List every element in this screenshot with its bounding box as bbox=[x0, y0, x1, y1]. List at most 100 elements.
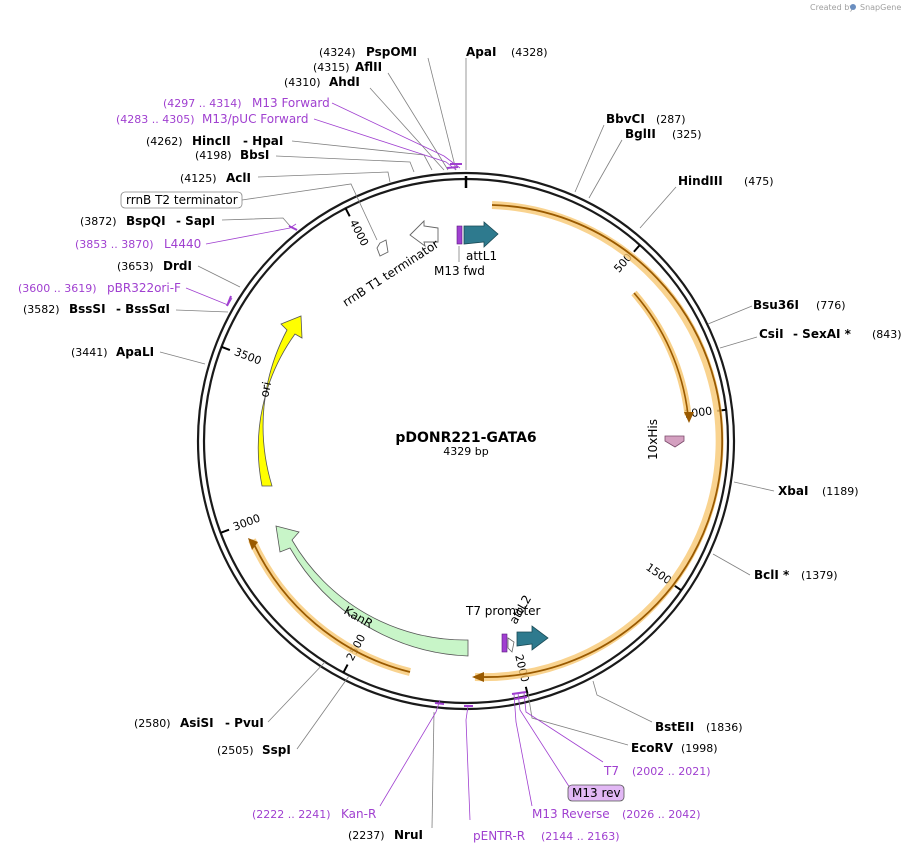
site-bsteii-pos: (1836) bbox=[706, 721, 743, 734]
rrnb-t1-feature[interactable] bbox=[409, 219, 439, 248]
site-nrui-name[interactable]: NruI bbox=[394, 828, 423, 842]
his-tag-feature[interactable] bbox=[664, 435, 685, 448]
site-leaders bbox=[159, 57, 775, 829]
site-aflii-pos: (4315) bbox=[313, 61, 350, 74]
site-bsu36i-pos: (776) bbox=[816, 299, 846, 312]
primer-m13rev-box[interactable] bbox=[567, 784, 625, 802]
site-acli-name[interactable]: AclI bbox=[226, 171, 251, 185]
site-bsssai-dash: - bbox=[116, 302, 125, 316]
snapgene-logo-icon bbox=[850, 4, 856, 10]
site-asisi-name[interactable]: AsiSI bbox=[180, 716, 214, 730]
site-bbsi-name[interactable]: BbsI bbox=[240, 148, 269, 162]
primer-m13fwd-name[interactable]: M13 Forward bbox=[252, 96, 330, 110]
site-acli-pos: (4125) bbox=[180, 172, 217, 185]
m13-rev-feature[interactable] bbox=[501, 633, 508, 653]
site-sspi-pos: (2505) bbox=[217, 744, 254, 757]
site-bcli-pos: (1379) bbox=[801, 569, 838, 582]
site-hpai-text[interactable]: HpaI bbox=[252, 134, 283, 148]
primer-kanr-name[interactable]: Kan-R bbox=[341, 807, 376, 821]
site-pvui-dash: - bbox=[225, 716, 234, 730]
site-bglii-pos: (325) bbox=[672, 128, 702, 141]
site-bsu36i-name[interactable]: Bsu36I bbox=[753, 298, 799, 312]
tick-label-3500: 3500 bbox=[232, 345, 263, 367]
site-bglii-name[interactable]: BglII bbox=[625, 127, 656, 141]
site-apai-name[interactable]: ApaI bbox=[466, 45, 496, 59]
site-labels-right: ApaI (4328) BbvCI (287) BglII (325) Hind… bbox=[466, 45, 902, 755]
lower-orf-arrowhead bbox=[248, 538, 258, 550]
tick-label-4000: 4000 bbox=[347, 218, 371, 249]
lower-orf-arc[interactable] bbox=[248, 538, 411, 676]
tick-mark-2500 bbox=[342, 664, 349, 674]
m13-fwd-feature[interactable] bbox=[456, 225, 463, 245]
site-sexai-name[interactable]: - SexAI * bbox=[793, 327, 852, 341]
site-ecorv-name[interactable]: EcoRV bbox=[631, 741, 674, 755]
primer-m13rev-name[interactable]: M13 rev bbox=[572, 786, 621, 800]
site-drdi-name[interactable]: DrdI bbox=[163, 259, 192, 273]
site-bbvci-pos: (287) bbox=[656, 113, 686, 126]
site-asisi-pos: (2580) bbox=[134, 717, 171, 730]
primer-m13reverse-range: (2026 .. 2042) bbox=[622, 808, 701, 821]
site-bsssi-pos: (3582) bbox=[23, 303, 60, 316]
site-hpai-name[interactable]: - HpaI bbox=[243, 134, 283, 148]
site-aflii-name[interactable]: AflII bbox=[355, 60, 382, 74]
primer-l4440-name[interactable]: L4440 bbox=[164, 237, 201, 251]
site-pspomi-name[interactable]: PspOMI bbox=[366, 45, 417, 59]
tick-mark-4000 bbox=[344, 207, 351, 217]
primer-kanr-range: (2222 .. 2241) bbox=[252, 808, 331, 821]
t7-promoter-label: T7 promoter bbox=[465, 604, 541, 618]
ori-feature[interactable] bbox=[257, 315, 303, 487]
ori-label: ori bbox=[257, 380, 274, 398]
primer-pentr-range: (2144 .. 2163) bbox=[541, 830, 620, 843]
site-csii-pos: (843) bbox=[872, 328, 902, 341]
site-bsssai-text[interactable]: BssSαI bbox=[125, 302, 170, 316]
site-ahdi-pos: (4310) bbox=[284, 76, 321, 89]
kanr-feature[interactable] bbox=[275, 525, 469, 657]
site-bsteii-name[interactable]: BstEII bbox=[655, 720, 694, 734]
site-sspi-name[interactable]: SspI bbox=[262, 743, 291, 757]
site-bcli-name[interactable]: BclI * bbox=[754, 568, 790, 582]
attl1-feature[interactable] bbox=[463, 221, 499, 248]
site-pvui-name[interactable]: - PvuI bbox=[225, 716, 264, 730]
rrnb-t2-leader bbox=[241, 183, 378, 241]
site-sapi-name[interactable]: - SapI bbox=[176, 214, 215, 228]
gata6-orf-arc[interactable] bbox=[474, 201, 724, 682]
site-apali-pos: (3441) bbox=[71, 346, 108, 359]
rrnb-t2-feature[interactable] bbox=[376, 239, 389, 257]
tick-mark-2000 bbox=[524, 686, 529, 696]
primer-l4440-range: (3853 .. 3870) bbox=[75, 238, 154, 251]
site-bsssi-name[interactable]: BssSI bbox=[69, 302, 106, 316]
site-apai-pos: (4328) bbox=[511, 46, 548, 59]
site-csii-name[interactable]: CsiI bbox=[759, 327, 784, 341]
attl2-feature[interactable] bbox=[516, 625, 549, 651]
rrnb-t2-label: rrnB T2 terminator bbox=[126, 193, 238, 207]
inner-orf-arrowhead bbox=[684, 412, 694, 423]
tick-label-3000: 3000 bbox=[231, 512, 262, 534]
inner-orf-line bbox=[633, 292, 689, 416]
site-bbsi-pos: (4198) bbox=[195, 149, 232, 162]
site-apali-name[interactable]: ApaLI bbox=[116, 345, 154, 359]
t7-promoter-feature[interactable] bbox=[507, 637, 515, 653]
primer-m13puc-name[interactable]: M13/pUC Forward bbox=[202, 112, 309, 126]
primer-t7-name[interactable]: T7 bbox=[603, 764, 619, 778]
primer-m13reverse-name[interactable]: M13 Reverse bbox=[532, 807, 610, 821]
site-sapi-text[interactable]: SapI bbox=[185, 214, 215, 228]
site-hincii-pos: (4262) bbox=[146, 135, 183, 148]
site-hindiii-name[interactable]: HindIII bbox=[678, 174, 723, 188]
site-ecorv-pos: (1998) bbox=[681, 742, 718, 755]
site-xbai-name[interactable]: XbaI bbox=[778, 484, 808, 498]
plasmid-size: 4329 bp bbox=[443, 445, 488, 458]
site-labels-left: (4324) PspOMI (4315) AflII (4310) AhdI (… bbox=[23, 45, 417, 359]
tick-mark-1500 bbox=[673, 584, 682, 592]
primer-pentr-name[interactable]: pENTR-R bbox=[473, 829, 525, 843]
site-bsssai-name[interactable]: - BssSαI bbox=[116, 302, 170, 316]
site-sexai-text[interactable]: SexAI * bbox=[802, 327, 851, 341]
site-xbai-pos: (1189) bbox=[822, 485, 859, 498]
site-bbvci-name[interactable]: BbvCI bbox=[606, 112, 645, 126]
primer-pbr322-name[interactable]: pBR322ori-F bbox=[107, 281, 181, 295]
site-pvui-text[interactable]: PvuI bbox=[234, 716, 264, 730]
site-bspqi-name[interactable]: BspQI bbox=[126, 214, 166, 228]
site-ahdi-name[interactable]: AhdI bbox=[329, 75, 360, 89]
site-hincii-name[interactable]: HincII bbox=[192, 134, 231, 148]
primer-m13fwd-range: (4297 .. 4314) bbox=[163, 97, 242, 110]
